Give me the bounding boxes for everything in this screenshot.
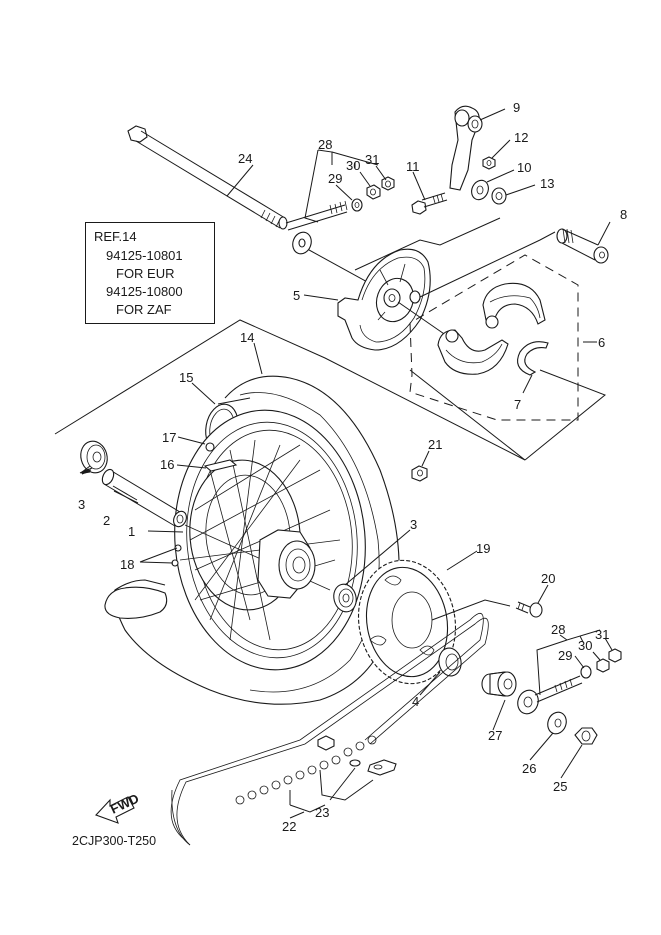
ref-line-4: FOR ZAF bbox=[116, 302, 172, 317]
callout-9[interactable]: 9 bbox=[513, 100, 520, 115]
callout-14[interactable]: 14 bbox=[240, 330, 254, 345]
reference-note-box: REF.14 94125-10801 FOR EUR 94125-10800 F… bbox=[85, 222, 215, 324]
callout-10[interactable]: 10 bbox=[517, 160, 531, 175]
callout-30-lower[interactable]: 30 bbox=[578, 638, 592, 653]
nut-part-25[interactable] bbox=[574, 727, 598, 745]
callout-3-left[interactable]: 3 bbox=[78, 497, 85, 512]
bearing-part-4[interactable] bbox=[437, 646, 464, 677]
bearing-part-3-left[interactable] bbox=[77, 438, 110, 476]
callout-2[interactable]: 2 bbox=[103, 513, 110, 528]
ref-label: REF.14 bbox=[94, 229, 137, 244]
callout-11[interactable]: 11 bbox=[406, 159, 420, 174]
ref-line-2: FOR EUR bbox=[116, 266, 175, 281]
callout-3-right[interactable]: 3 bbox=[410, 517, 417, 532]
brake-shoe-lower[interactable] bbox=[437, 329, 509, 375]
chain-joint-part-23[interactable] bbox=[317, 735, 397, 776]
washer-part-26[interactable] bbox=[545, 710, 569, 737]
callout-26[interactable]: 26 bbox=[522, 761, 536, 776]
axle-washer[interactable] bbox=[290, 230, 314, 257]
nut-part-21[interactable] bbox=[411, 465, 428, 482]
callout-29[interactable]: 29 bbox=[328, 171, 342, 186]
drive-chain-part-22[interactable] bbox=[170, 613, 489, 846]
rim-band-part-16[interactable] bbox=[203, 459, 238, 472]
callout-15[interactable]: 15 bbox=[179, 370, 193, 385]
callout-31[interactable]: 31 bbox=[365, 152, 379, 167]
callout-28[interactable]: 28 bbox=[318, 137, 332, 152]
callout-20[interactable]: 20 bbox=[541, 571, 555, 586]
callout-24[interactable]: 24 bbox=[238, 151, 252, 166]
camshaft-part-8[interactable] bbox=[556, 228, 609, 264]
callout-21[interactable]: 21 bbox=[428, 437, 442, 452]
axle-part-24[interactable] bbox=[127, 125, 288, 230]
callout-18[interactable]: 18 bbox=[120, 557, 134, 572]
callout-27[interactable]: 27 bbox=[488, 728, 502, 743]
wheel-rim-part-1[interactable] bbox=[164, 402, 376, 678]
callout-4[interactable]: 4 bbox=[412, 694, 419, 709]
collar-part-27[interactable] bbox=[481, 671, 517, 697]
bolt-part-11[interactable] bbox=[411, 192, 448, 215]
bearing-part-3-right[interactable] bbox=[331, 582, 359, 615]
drawing-code: 2CJP300-T250 bbox=[72, 834, 157, 848]
callout-16[interactable]: 16 bbox=[160, 457, 174, 472]
callout-1[interactable]: 1 bbox=[128, 524, 135, 539]
bolt-part-20[interactable] bbox=[515, 601, 543, 618]
cam-lever-part-9[interactable] bbox=[449, 105, 483, 191]
callout-22[interactable]: 22 bbox=[282, 819, 296, 834]
callout-19[interactable]: 19 bbox=[476, 541, 490, 556]
spring-part-7[interactable] bbox=[517, 341, 549, 376]
callout-23[interactable]: 23 bbox=[315, 805, 329, 820]
callout-17[interactable]: 17 bbox=[162, 430, 176, 445]
forward-direction-arrow: FWD bbox=[95, 791, 141, 824]
ref-line-1: 94125-10801 bbox=[106, 248, 183, 263]
sprocket-part-19[interactable] bbox=[349, 553, 465, 692]
spacer-part-2[interactable] bbox=[100, 468, 189, 529]
nut-part-17[interactable] bbox=[205, 442, 215, 452]
shoe-kit-boundary bbox=[409, 254, 579, 421]
leader-lines bbox=[79, 108, 613, 819]
callout-30[interactable]: 30 bbox=[346, 158, 360, 173]
callout-7[interactable]: 7 bbox=[514, 397, 521, 412]
callout-5[interactable]: 5 bbox=[293, 288, 300, 303]
callout-28-lower[interactable]: 28 bbox=[551, 622, 565, 637]
callout-6[interactable]: 6 bbox=[598, 335, 605, 350]
brake-shoe-upper[interactable] bbox=[482, 282, 546, 329]
chain-puller-lower[interactable] bbox=[514, 648, 622, 717]
brake-plate-part-5[interactable] bbox=[337, 248, 431, 351]
callout-labels: 24 28 30 31 29 11 9 12 10 13 8 5 6 7 14 … bbox=[78, 100, 627, 834]
callout-8[interactable]: 8 bbox=[620, 207, 627, 222]
ref-line-3: 94125-10800 bbox=[106, 284, 183, 299]
nut-part-13[interactable] bbox=[491, 187, 507, 205]
callout-12[interactable]: 12 bbox=[514, 130, 528, 145]
nut-part-12[interactable] bbox=[482, 156, 496, 170]
callout-29-lower[interactable]: 29 bbox=[558, 648, 572, 663]
callout-31-lower[interactable]: 31 bbox=[595, 627, 609, 642]
callout-13[interactable]: 13 bbox=[540, 176, 554, 191]
callout-25[interactable]: 25 bbox=[553, 779, 567, 794]
chain-puller-upper[interactable] bbox=[285, 176, 395, 231]
washer-part-10[interactable] bbox=[469, 178, 492, 203]
